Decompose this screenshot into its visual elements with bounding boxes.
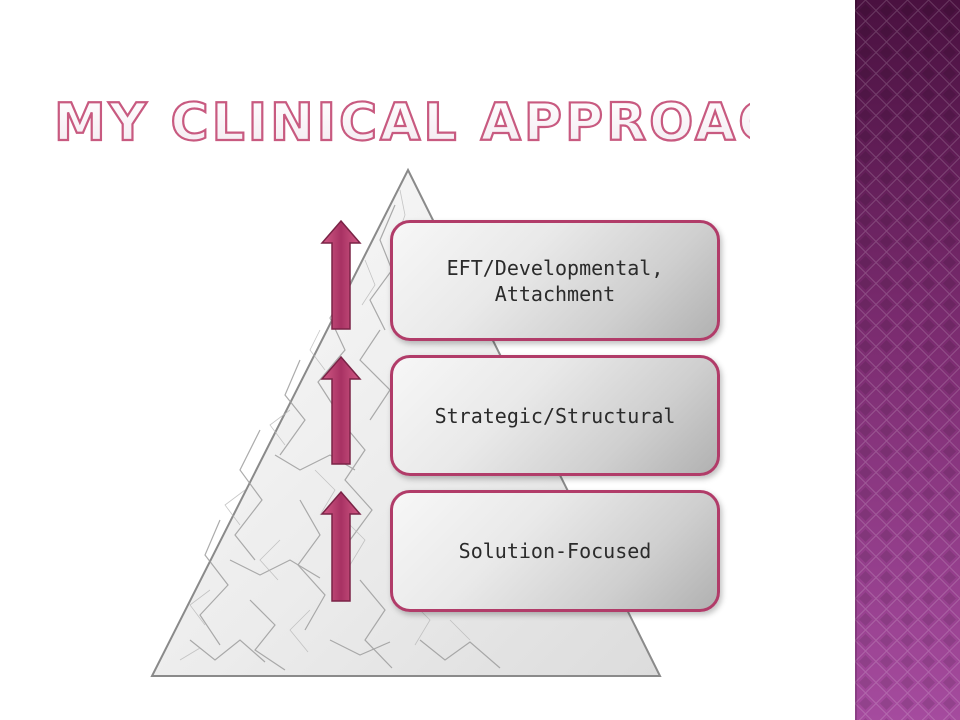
slide-title-text: My Clinical Approach — [54, 93, 750, 153]
up-arrow-top — [320, 219, 362, 330]
level-box-bottom: Solution-Focused — [390, 490, 720, 612]
up-arrow-bottom — [320, 490, 362, 602]
side-pattern-band — [855, 0, 960, 720]
level-label-top: EFT/Developmental, Attachment — [446, 255, 664, 306]
level-box-top: EFT/Developmental, Attachment — [390, 220, 720, 341]
level-label-middle: Strategic/Structural — [434, 403, 676, 428]
up-arrow-middle — [320, 355, 362, 465]
level-box-middle: Strategic/Structural — [390, 355, 720, 476]
slide-title: My Clinical Approach — [53, 92, 750, 154]
level-label-bottom: Solution-Focused — [458, 539, 652, 563]
marble-fine-veins — [179, 189, 471, 661]
